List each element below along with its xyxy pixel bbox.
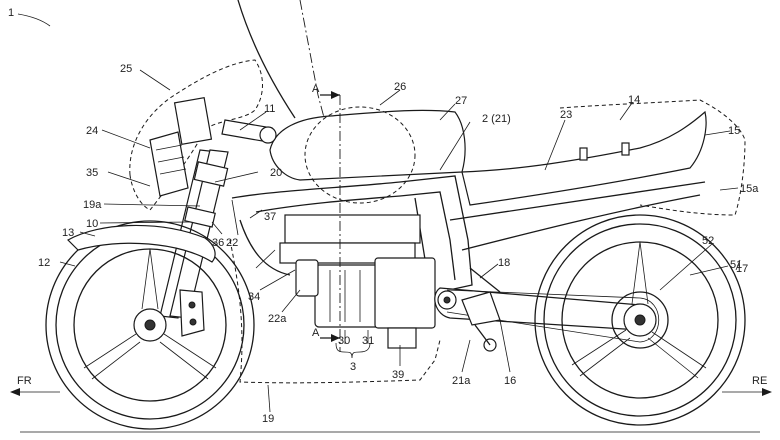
headlight-assembly: [149, 97, 213, 197]
label-19a: 19a: [83, 199, 102, 211]
label-36: 36: [212, 237, 224, 249]
label-16: 16: [504, 375, 516, 387]
seat-rail: [449, 181, 706, 221]
rear-direction-arrow: [722, 388, 772, 396]
front-cowl-outline: [129, 59, 263, 211]
label-30: 30: [338, 335, 350, 347]
label-52: 52: [702, 235, 714, 247]
label-17: 17: [736, 263, 748, 275]
drive-chain: [446, 289, 660, 343]
front-fender: [67, 224, 216, 263]
tank-inner-dash: [304, 106, 416, 204]
down-frame: [239, 219, 291, 276]
label-14: 14: [628, 94, 640, 106]
rear-direction-label: RE: [752, 375, 767, 387]
label-3: 3: [350, 361, 356, 373]
label-13: 13: [62, 227, 74, 239]
tail-cowl-dash: [559, 99, 746, 216]
label-24: 24: [86, 125, 98, 137]
front-direction-label: FR: [17, 375, 32, 387]
label-15a: 15a: [740, 183, 759, 195]
label-23: 23: [560, 109, 572, 121]
label-51: 51: [730, 259, 742, 271]
motor-fins: [329, 270, 361, 322]
label-35: 35: [86, 167, 98, 179]
label-21a: 21a: [452, 375, 471, 387]
main-frame: [231, 175, 473, 301]
label-19: 19: [262, 413, 274, 425]
label-26: 26: [394, 81, 406, 93]
handlebar: [221, 119, 277, 144]
label-15: 15: [728, 125, 740, 137]
front-brake-caliper: [179, 289, 205, 337]
label-25: 25: [120, 63, 132, 75]
foot-peg-bracket: [461, 291, 501, 352]
label-22a: 22a: [268, 313, 287, 325]
label-a-top: A: [312, 83, 320, 95]
label-12: 12: [38, 257, 50, 269]
sub-frame: [461, 194, 701, 251]
section-arrow-top: [320, 91, 340, 99]
seat-fasteners: [579, 142, 630, 161]
section-arrow-bottom: [320, 334, 340, 342]
label-a-bottom: A: [312, 327, 320, 339]
rear-wheel: [534, 214, 746, 426]
label-10: 10: [86, 218, 98, 230]
label-27: 27: [455, 95, 467, 107]
swing-arm-pivot-bolt: [443, 296, 451, 304]
rear-shock: [469, 267, 501, 293]
front-wheel: [45, 220, 255, 430]
under-cowl-outline: [229, 239, 441, 384]
inverter-box: [374, 257, 436, 329]
label-18: 18: [498, 257, 510, 269]
label-11: 11: [264, 103, 275, 115]
label-1: 1: [8, 7, 14, 19]
label-39: 39: [392, 369, 404, 381]
label-34: 34: [248, 291, 260, 303]
label-31: 31: [362, 335, 374, 347]
motor-end-cap: [295, 259, 319, 297]
windscreen-outline: [237, 0, 296, 119]
label-2-21: 2 (21): [482, 113, 511, 125]
reducer-case: [387, 327, 417, 349]
label-20: 20: [270, 167, 282, 179]
label-37: 37: [264, 211, 276, 223]
rear-sprocket: [611, 291, 669, 349]
front-direction-arrow: [10, 388, 60, 396]
fuel-tank-outline: [269, 109, 466, 181]
upper-battery-box: [284, 214, 421, 244]
leader-lines: [17, 13, 741, 413]
label-22: 22: [226, 237, 238, 249]
main-frame-inner: [255, 191, 456, 281]
assembly-brace: [335, 342, 371, 359]
